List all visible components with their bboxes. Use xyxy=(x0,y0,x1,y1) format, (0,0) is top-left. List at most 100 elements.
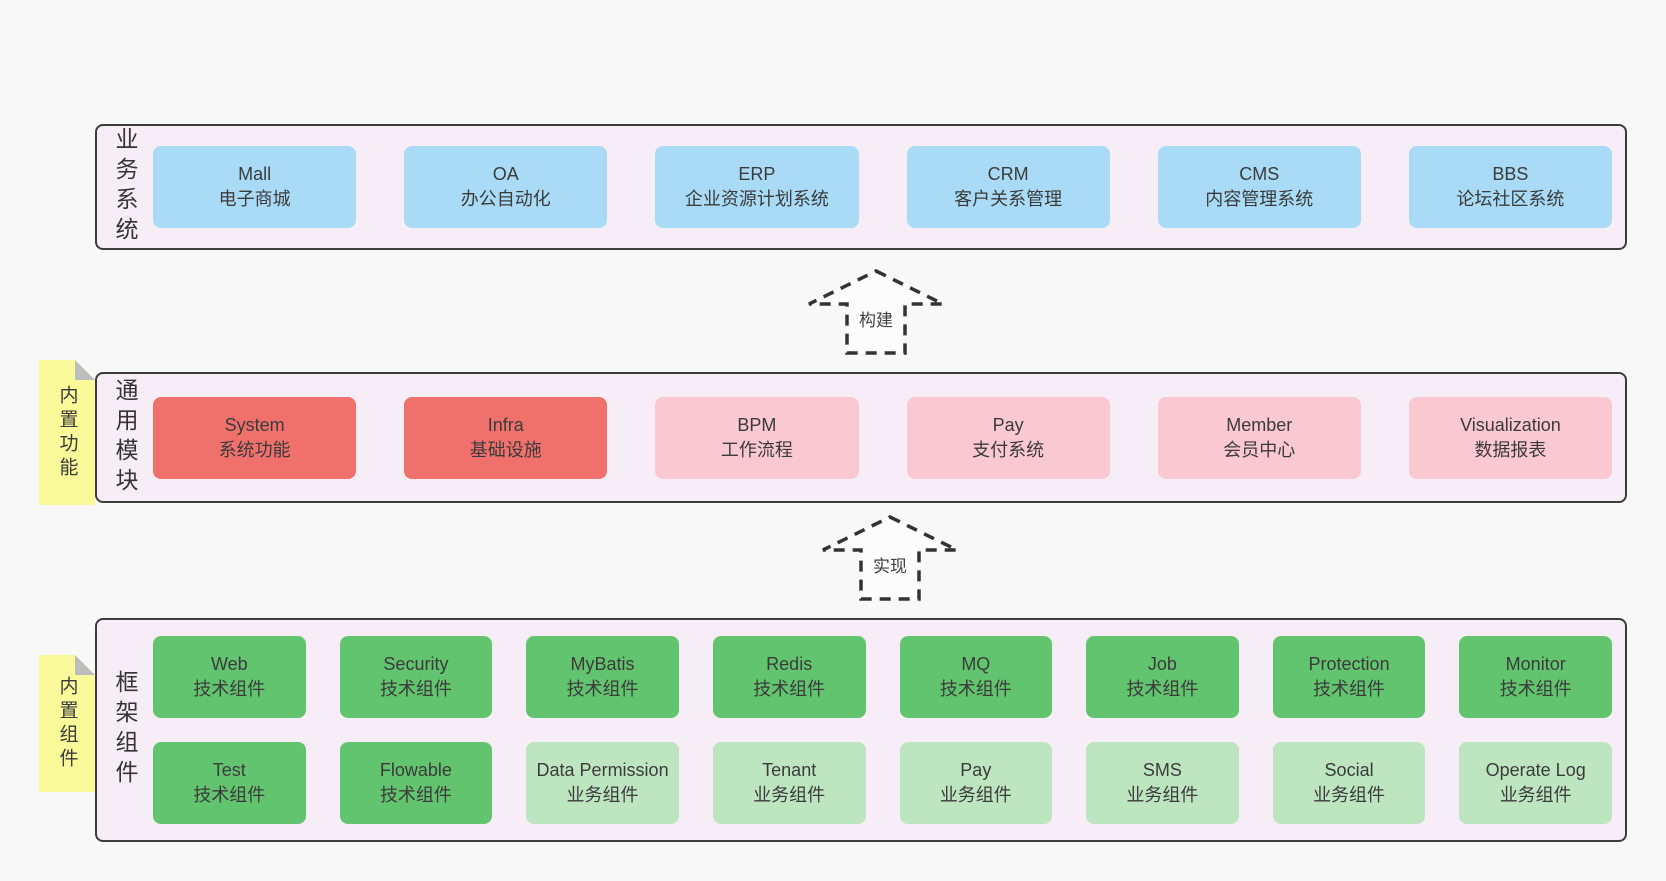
box-title: BPM xyxy=(737,414,777,435)
box-title: Infra xyxy=(487,414,524,435)
box-monitor: Monitor 技术组件 xyxy=(1459,636,1612,718)
box-flowable: Flowable 技术组件 xyxy=(339,742,493,824)
box-subtitle: 电子商城 xyxy=(218,189,291,209)
box-subtitle: 客户关系管理 xyxy=(954,189,1063,209)
box-infra: Infra 基础设施 xyxy=(404,396,608,479)
box-cms: CMS 内容管理系统 xyxy=(1157,146,1361,228)
box-title: Tenant xyxy=(762,760,817,780)
box-title: Pay xyxy=(992,414,1024,435)
box-subtitle: 业务组件 xyxy=(1499,785,1572,805)
box-title: SMS xyxy=(1142,760,1182,780)
box-subtitle: 支付系统 xyxy=(972,439,1045,460)
box-subtitle: 技术组件 xyxy=(193,679,266,699)
box-title: MQ xyxy=(961,654,991,674)
box-bbs: BBS 论坛社区系统 xyxy=(1408,146,1613,228)
box-title: Operate Log xyxy=(1485,760,1586,780)
component-row-2: Test 技术组件 Flowable 技术组件 Data Permission … xyxy=(153,742,1612,824)
box-pay-component: Pay 业务组件 xyxy=(899,742,1053,824)
band-business-systems: 业务系统 Mall 电子商城 OA 办公自动化 ERP 企业资源计划系统 CRM… xyxy=(95,124,1627,250)
box-title: Redis xyxy=(766,654,813,674)
band-label-business-systems: 业务系统 xyxy=(112,127,138,247)
box-security: Security 技术组件 xyxy=(339,636,493,718)
box-subtitle: 内容管理系统 xyxy=(1205,189,1314,209)
box-operate-log: Operate Log 业务组件 xyxy=(1459,742,1612,824)
box-title: Visualization xyxy=(1460,414,1561,435)
box-pay: Pay 支付系统 xyxy=(906,396,1110,479)
box-title: Web xyxy=(210,654,248,674)
band-framework-components: 框架组件 Web 技术组件 Security 技术组件 MyBatis 技术组件… xyxy=(95,618,1627,842)
box-subtitle: 论坛社区系统 xyxy=(1456,189,1565,209)
box-web: Web 技术组件 xyxy=(153,636,306,718)
box-mybatis: MyBatis 技术组件 xyxy=(526,636,679,718)
box-subtitle: 技术组件 xyxy=(1499,679,1572,699)
box-visualization: Visualization 数据报表 xyxy=(1408,396,1613,479)
box-subtitle: 工作流程 xyxy=(720,439,793,460)
band-content: Web 技术组件 Security 技术组件 MyBatis 技术组件 Redi… xyxy=(153,620,1625,840)
box-subtitle: 业务组件 xyxy=(939,785,1012,805)
band-label-framework-components: 框架组件 xyxy=(112,670,138,790)
box-subtitle: 技术组件 xyxy=(1313,679,1386,699)
box-title: Mall xyxy=(238,164,272,184)
box-subtitle: 系统功能 xyxy=(218,439,291,460)
box-title: Protection xyxy=(1308,654,1390,674)
box-member: Member 会员中心 xyxy=(1157,396,1361,479)
box-subtitle: 技术组件 xyxy=(566,679,639,699)
component-row-1: Web 技术组件 Security 技术组件 MyBatis 技术组件 Redi… xyxy=(153,636,1612,718)
box-system: System 系统功能 xyxy=(153,396,357,479)
implement-arrow-label: 实现 xyxy=(870,552,910,577)
box-title: MyBatis xyxy=(570,654,635,674)
build-arrow: 构建 xyxy=(806,268,946,356)
box-subtitle: 技术组件 xyxy=(193,785,266,805)
box-subtitle: 技术组件 xyxy=(939,679,1012,699)
box-protection: Protection 技术组件 xyxy=(1272,636,1426,718)
box-title: Data Permission xyxy=(536,760,669,780)
box-subtitle: 办公自动化 xyxy=(460,189,551,209)
box-redis: Redis 技术组件 xyxy=(712,636,866,718)
box-subtitle: 数据报表 xyxy=(1474,439,1547,460)
box-title: System xyxy=(224,414,285,435)
box-title: ERP xyxy=(738,164,776,184)
box-crm: CRM 客户关系管理 xyxy=(906,146,1110,228)
box-title: Security xyxy=(383,654,449,674)
sticky-note-label: 内置组件 xyxy=(56,675,78,772)
box-social: Social 业务组件 xyxy=(1272,742,1426,824)
box-job: Job 技术组件 xyxy=(1086,636,1239,718)
box-subtitle: 业务组件 xyxy=(1126,785,1199,805)
box-test: Test 技术组件 xyxy=(153,742,306,824)
sticky-note-label: 内置功能 xyxy=(56,384,78,481)
box-erp: ERP 企业资源计划系统 xyxy=(655,146,859,228)
box-title: Flowable xyxy=(379,760,452,780)
box-title: Social xyxy=(1324,760,1374,780)
build-arrow-label: 构建 xyxy=(856,306,896,331)
box-subtitle: 技术组件 xyxy=(379,679,452,699)
box-bpm: BPM 工作流程 xyxy=(655,396,859,479)
box-subtitle: 业务组件 xyxy=(753,785,826,805)
sticky-note-builtin-components: 内置组件 xyxy=(39,655,95,792)
box-title: Test xyxy=(212,760,246,780)
box-title: Job xyxy=(1147,654,1177,674)
box-subtitle: 业务组件 xyxy=(1313,785,1386,805)
box-tenant: Tenant 业务组件 xyxy=(712,742,866,824)
box-title: CMS xyxy=(1239,164,1280,184)
box-subtitle: 技术组件 xyxy=(1126,679,1199,699)
box-oa: OA 办公自动化 xyxy=(404,146,608,228)
box-title: BBS xyxy=(1492,164,1529,184)
box-subtitle: 企业资源计划系统 xyxy=(684,189,829,209)
band-content: System 系统功能 Infra 基础设施 BPM 工作流程 Pay 支付系统… xyxy=(153,374,1625,501)
implement-arrow: 实现 xyxy=(820,514,960,602)
box-title: OA xyxy=(492,164,519,184)
box-subtitle: 业务组件 xyxy=(566,785,639,805)
band-common-modules: 通用模块 System 系统功能 Infra 基础设施 BPM 工作流程 Pay… xyxy=(95,372,1627,503)
box-subtitle: 技术组件 xyxy=(379,785,452,805)
sticky-note-builtin-features: 内置功能 xyxy=(39,360,95,505)
box-subtitle: 技术组件 xyxy=(753,679,826,699)
box-title: Member xyxy=(1226,414,1293,435)
box-sms: SMS 业务组件 xyxy=(1086,742,1239,824)
box-mq: MQ 技术组件 xyxy=(899,636,1053,718)
band-label-common-modules: 通用模块 xyxy=(112,377,138,498)
band-content: Mall 电子商城 OA 办公自动化 ERP 企业资源计划系统 CRM 客户关系… xyxy=(153,126,1625,248)
box-title: Pay xyxy=(960,760,992,780)
box-data-permission: Data Permission 业务组件 xyxy=(526,742,679,824)
box-subtitle: 会员中心 xyxy=(1223,439,1296,460)
box-title: CRM xyxy=(987,164,1029,184)
